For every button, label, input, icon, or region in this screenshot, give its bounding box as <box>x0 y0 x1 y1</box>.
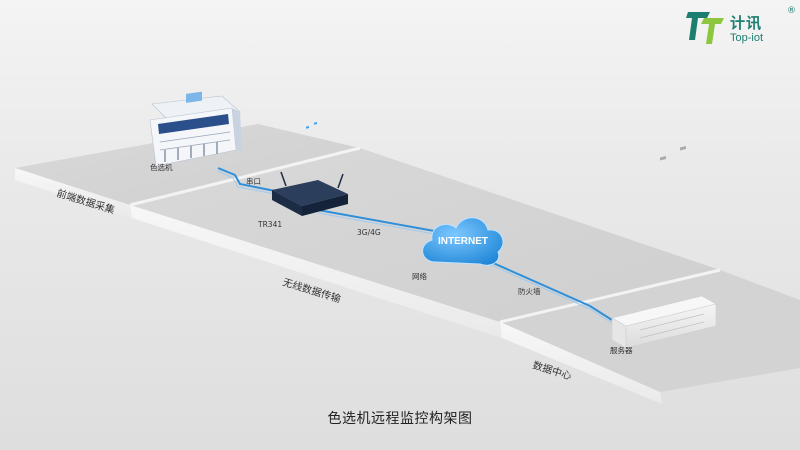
cellular-link-label: 3G/4G <box>357 228 381 237</box>
logo-mark-icon <box>686 12 724 44</box>
logo-text-cn: 计讯 <box>730 14 763 32</box>
cloud-label: INTERNET <box>438 236 488 247</box>
sorter-label: 色选机 <box>150 162 173 172</box>
server-label: 服务器 <box>610 345 633 355</box>
platform-dividers <box>129 146 721 324</box>
color-sorter-device <box>149 91 242 167</box>
connection-lines <box>217 167 613 324</box>
network-label: 网络 <box>412 271 427 281</box>
diagram-caption: 色选机远程监控构架图 <box>327 411 473 427</box>
logo-text-en: Top-iot <box>730 32 764 44</box>
registered-mark: ® <box>787 6 796 16</box>
server-device <box>611 145 717 349</box>
internet-cloud <box>422 217 504 266</box>
firewall-label: 防火墙 <box>518 286 541 296</box>
serial-link-label: 串口 <box>246 177 261 186</box>
front-platform <box>15 124 360 218</box>
router-device <box>272 121 348 216</box>
company-logo: 计讯 Top-iot ® <box>686 6 798 50</box>
router-label: TR341 <box>257 220 282 229</box>
